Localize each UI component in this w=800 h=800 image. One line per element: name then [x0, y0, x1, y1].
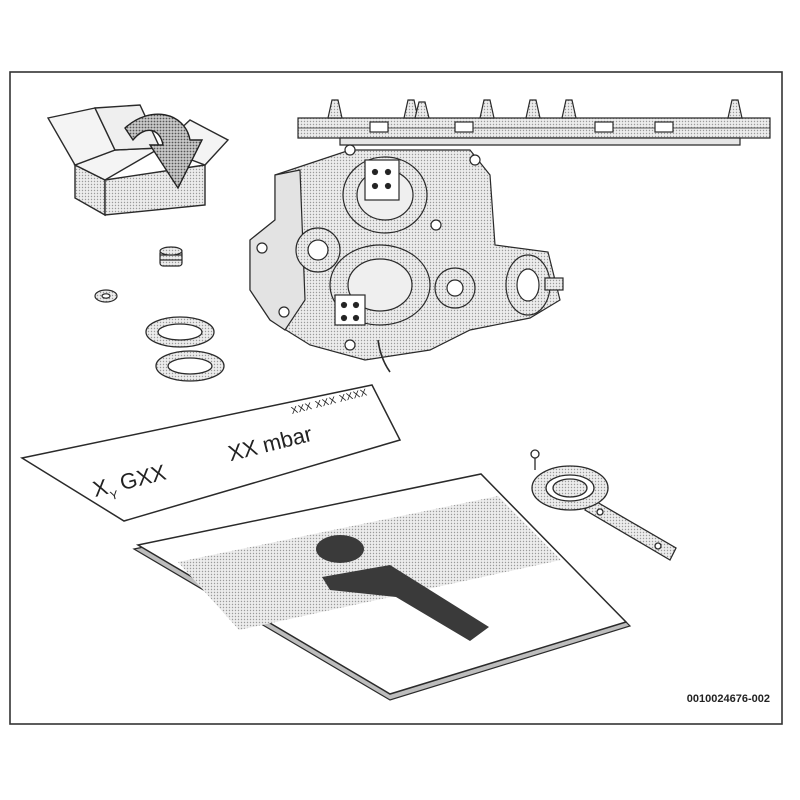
gas-valve-assembly-icon	[249, 99, 771, 373]
info-symbol-icon	[316, 535, 489, 641]
key-tool-icon	[530, 449, 677, 561]
data-label-card: X Y GXX XX mbar XXX XXX XXXX	[20, 384, 402, 522]
small-washer-icon	[94, 289, 118, 303]
document-reference-number: 0010024676-002	[687, 693, 770, 705]
screw-fitting-icon	[159, 246, 183, 267]
label-model-text: X	[90, 474, 111, 502]
sealing-ring-icon	[155, 350, 225, 382]
sealing-ring-icon	[145, 316, 215, 348]
label-model-subscript: Y	[109, 488, 120, 504]
packaging-box-icon	[46, 104, 230, 217]
instruction-manual-icon	[132, 473, 632, 701]
